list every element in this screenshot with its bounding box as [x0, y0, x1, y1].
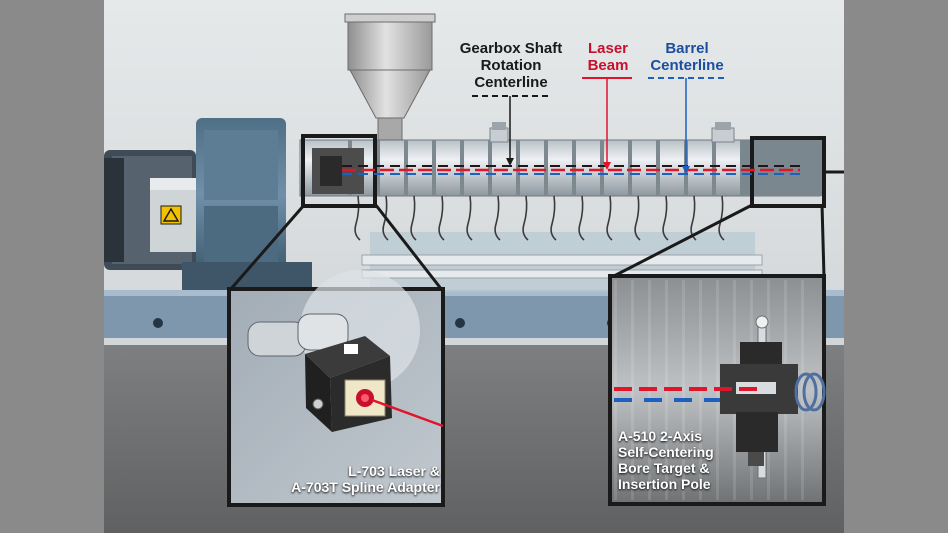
inset-laser-adapter [227, 270, 445, 507]
laser-label-line-2: Beam [587, 57, 629, 74]
letterbox-left [0, 0, 104, 533]
gearbox [182, 118, 312, 290]
letterbox-right [844, 0, 948, 533]
gearbox-label-line-2: Rotation [480, 57, 542, 74]
heater-band [600, 140, 604, 196]
bore-target-body [720, 342, 798, 466]
heater-band [516, 140, 520, 196]
extruder-barrel [299, 139, 822, 241]
bore-wall-stripe [631, 280, 634, 500]
barrel-thermocouple-ports [489, 122, 735, 143]
thermocouple-wire [410, 195, 417, 241]
thermocouple-wire [382, 195, 389, 241]
heater-band [488, 140, 492, 196]
thermocouple-wire [578, 195, 585, 241]
thermocouple-wire [718, 195, 725, 241]
heater-band [376, 140, 380, 196]
thermocouple-wire [438, 195, 445, 241]
laser-adapter-caption: L-703 Laser & A-703T Spline Adapter [262, 463, 440, 495]
heater-band [656, 140, 660, 196]
laser-label-line-1: Laser [587, 40, 629, 57]
gearbox-centerline-label: Gearbox Shaft Rotation Centerline [455, 40, 567, 91]
thermocouple-wire [466, 195, 473, 241]
heater-band [544, 140, 548, 196]
thermocouple-wire [550, 195, 557, 241]
laser-caption-line-1: L-703 Laser & [348, 463, 440, 479]
barrel-centerline-label: Barrel Centerline [644, 40, 730, 74]
heater-band [712, 140, 716, 196]
drive-motor [104, 150, 200, 270]
self-centering-spring [794, 372, 826, 412]
bore-wall-stripe [682, 280, 685, 500]
thermocouple-wire [494, 195, 501, 241]
bore-wall-stripe [801, 280, 804, 500]
rail-bolt [455, 318, 465, 328]
laser-beam-ray [371, 398, 444, 428]
barrel-label-line-1: Barrel [665, 40, 709, 57]
rail-bolt [153, 318, 163, 328]
feed-hopper [344, 13, 436, 141]
laser-caption-line-2: A-703T Spline Adapter [291, 479, 440, 495]
inset-bore-target [608, 274, 826, 506]
thermocouple-wire [662, 195, 669, 241]
gearbox-label-line-3: Centerline [474, 74, 548, 91]
heater-band [460, 140, 464, 196]
caution-label [160, 205, 182, 225]
heater-band [432, 140, 436, 196]
laser-beam-label: Laser Beam [580, 40, 636, 74]
target-caption-line-3: Bore Target & [618, 460, 710, 476]
target-caption-line-1: A-510 2-Axis [618, 428, 703, 444]
heater-band [572, 140, 576, 196]
thermocouple-wire [522, 195, 529, 241]
heater-band [628, 140, 632, 196]
heater-band [404, 140, 408, 196]
laser-head [305, 336, 392, 432]
target-caption-line-4: Insertion Pole [618, 476, 711, 492]
thermocouple-wire [634, 195, 641, 241]
target-caption-line-2: Self-Centering [618, 444, 714, 460]
gearbox-label-line-1: Gearbox Shaft [459, 40, 563, 57]
bore-target-caption: A-510 2-Axis Self-Centering Bore Target … [618, 428, 738, 492]
thermocouple-wire [606, 195, 613, 241]
barrel-label-line-2: Centerline [650, 57, 724, 74]
